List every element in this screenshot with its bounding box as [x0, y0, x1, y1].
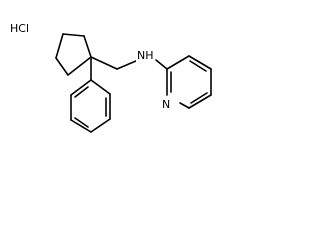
- pyridine-ring: [166, 55, 212, 109]
- hcl-label: HCl: [10, 22, 29, 35]
- amine-nh-label: NH: [137, 49, 154, 62]
- chemical-structure-diagram: HCl NH: [10, 22, 212, 133]
- phenyl-ring: [70, 56, 111, 133]
- methylene-linker: [90, 56, 137, 70]
- pyridine-n-label: N: [162, 98, 170, 111]
- cyclopentane-ring: [55, 33, 92, 76]
- amine-pyridine-bond: [155, 59, 168, 70]
